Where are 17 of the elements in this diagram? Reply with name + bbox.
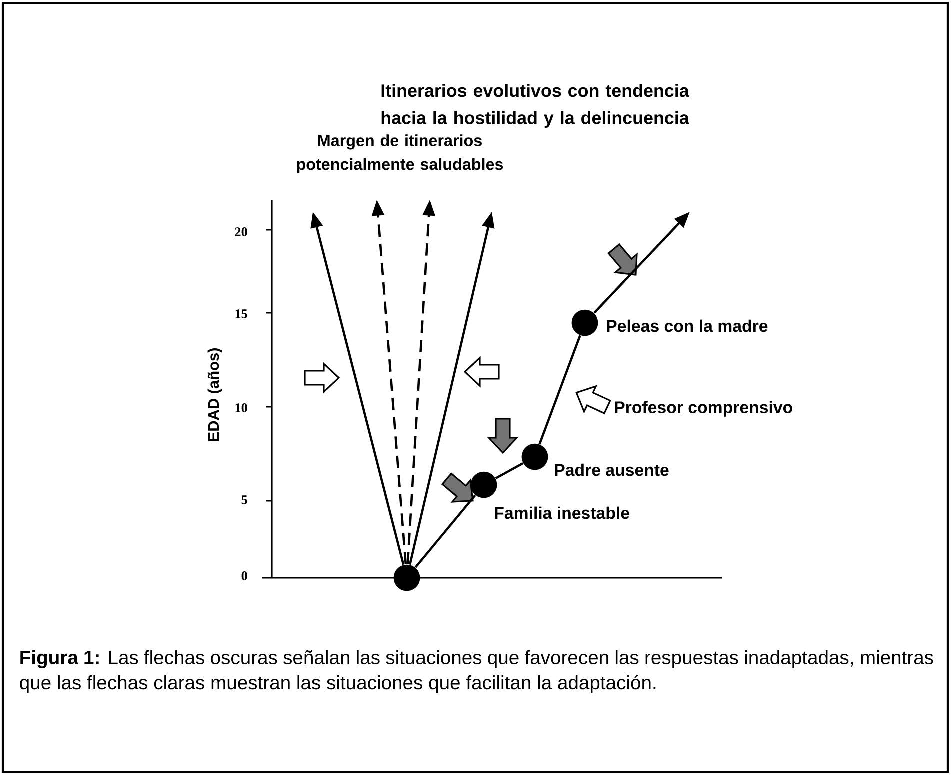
tick-label: 15	[236, 310, 248, 318]
tick-label: 5	[242, 496, 248, 504]
title: Itinerarios evolutivos con tendencia hacia la hostilidad y la delincuencia	[382, 84, 690, 128]
label: Profesor comprensivo	[615, 401, 792, 417]
note: Margen de itinerarios potencialmente saludables	[297, 134, 504, 174]
caption: Figura 1: Las flechas oscuras señalan las situaciones que favorecen las respuestas inadaptadas, mientras que las flechas claras muestran las situaciones que facilitan la adaptación.	[20, 650, 934, 694]
tick-label: 10	[236, 404, 248, 412]
tick-label: 0	[242, 572, 248, 580]
node-caption: Familia inestable	[495, 506, 630, 520]
tick-label: 20	[235, 228, 248, 236]
dot	[470, 472, 498, 498]
dot	[522, 444, 548, 470]
dot	[394, 564, 420, 592]
dot	[572, 310, 598, 336]
node-caption: Padre ausente	[555, 464, 669, 476]
node-caption: Peleas con la madre	[607, 320, 768, 332]
axis-label: EDAD (años)	[208, 348, 222, 442]
